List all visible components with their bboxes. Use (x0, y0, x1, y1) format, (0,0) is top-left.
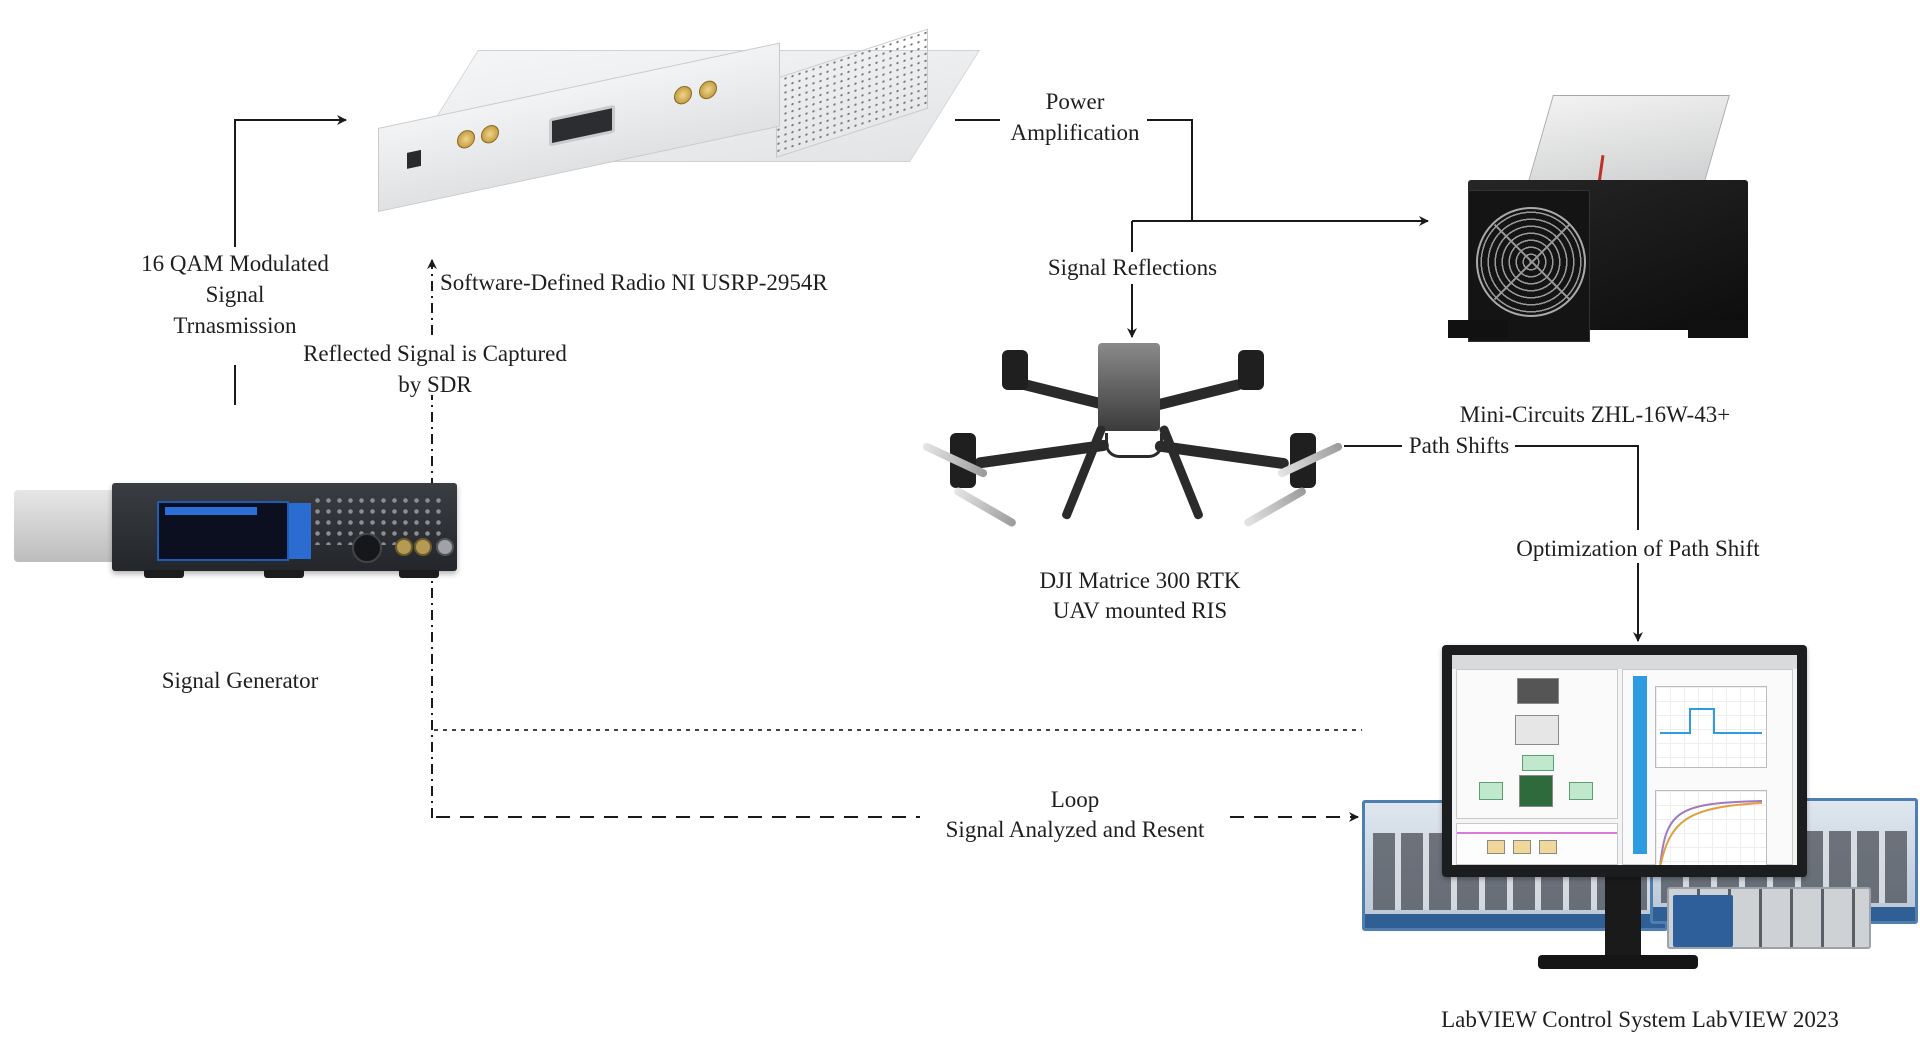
monitor-stand-base (1538, 955, 1698, 969)
front-panel-pane (1622, 669, 1793, 865)
transmission-label: 16 QAM Modulated Signal Trnasmission (125, 248, 345, 341)
drone-arm (1153, 378, 1244, 411)
transmission-connector-upper (234, 115, 347, 247)
reflections-label: Signal Reflections (1047, 255, 1218, 280)
convergence-plot (1655, 790, 1767, 865)
mount-flange (1688, 320, 1748, 338)
sma-connector-icon (457, 128, 475, 151)
dsub-port-icon (549, 104, 615, 147)
power-amp-label: Power Amplification (995, 86, 1155, 148)
drone-motor (1002, 350, 1028, 390)
loop-label-line: Loop (1050, 787, 1100, 812)
drone-landing-leg (1158, 424, 1205, 521)
amplifier-module (1527, 95, 1730, 185)
power-amp-label-line: Amplification (1010, 120, 1140, 145)
fan-icon (1476, 207, 1586, 317)
rf-connector-icon (436, 538, 454, 556)
amplifier-device (1448, 95, 1748, 345)
drone-caption: DJI Matrice 300 RTK UAV mounted RIS (1000, 566, 1280, 626)
signal-generator-device (14, 478, 459, 580)
path-shifts-connector-right (1515, 445, 1639, 530)
mount-flange (1448, 320, 1508, 338)
drone-gimbal (1105, 433, 1163, 458)
loop-label: Loop Signal Analyzed and Resent (920, 785, 1230, 845)
drone-caption-line: UAV mounted RIS (1052, 598, 1228, 623)
signal-generator-front-panel (112, 483, 457, 571)
labview-caption: LabVIEW Control System LabVIEW 2023 (1441, 1007, 1839, 1032)
device-foot (399, 570, 439, 578)
signal-generator-knob (352, 533, 382, 563)
signal-generator-screen (157, 501, 311, 561)
optimization-label: Optimization of Path Shift (1516, 536, 1760, 561)
step-response-trace (1660, 708, 1762, 734)
labview-system (1360, 640, 1918, 970)
drone-arm (1018, 378, 1109, 411)
usb-port-icon (407, 149, 421, 169)
signal-generator-caption: Signal Generator (161, 668, 319, 693)
convergence-trace (1659, 800, 1763, 865)
transmission-label-line: Trnasmission (173, 313, 297, 338)
labview-side-bar (1633, 676, 1647, 854)
device-foot (144, 570, 184, 578)
sdr-caption: Software-Defined Radio NI USRP-2954R (440, 270, 828, 295)
signal-generator-keypad (312, 495, 444, 545)
sma-connector-icon (481, 123, 499, 146)
wiring-pane (1456, 823, 1618, 865)
labview-screen (1452, 655, 1797, 865)
drone-propeller (952, 486, 1018, 528)
uav-drone-device (920, 338, 1345, 543)
sma-connector-icon (674, 84, 692, 107)
path-shifts-label: Path Shifts (1408, 433, 1510, 458)
drone-caption-line: DJI Matrice 300 RTK (1039, 568, 1241, 593)
loop-label-line: Signal Analyzed and Resent (945, 817, 1205, 842)
captured-label-line: by SDR (398, 372, 472, 397)
cdaq-chassis (1667, 887, 1871, 949)
device-foot (264, 570, 304, 578)
amplifier-caption: Mini-Circuits ZHL-16W-43+ (1459, 402, 1731, 427)
drone-body (1098, 343, 1160, 431)
rf-connector-icon (414, 538, 432, 556)
block-diagram-pane (1456, 669, 1618, 819)
power-amp-label-line: Power (1045, 89, 1105, 114)
sdr-device (378, 28, 980, 225)
monitor-stand (1605, 870, 1641, 962)
drone-motor (1238, 350, 1264, 390)
transmission-label-line: 16 QAM Modulated (141, 251, 329, 276)
drone-propeller (1242, 486, 1308, 528)
monitor (1442, 645, 1807, 877)
rf-connector-icon (395, 538, 413, 556)
transmission-label-line: Signal (205, 282, 265, 307)
step-response-plot (1655, 686, 1767, 768)
drone-landing-leg (1060, 424, 1107, 521)
captured-label: Reflected Signal is Captured by SDR (275, 338, 595, 400)
captured-label-line: Reflected Signal is Captured (303, 341, 567, 366)
sma-connector-icon (699, 78, 717, 101)
signal-generator-chassis (14, 490, 114, 562)
